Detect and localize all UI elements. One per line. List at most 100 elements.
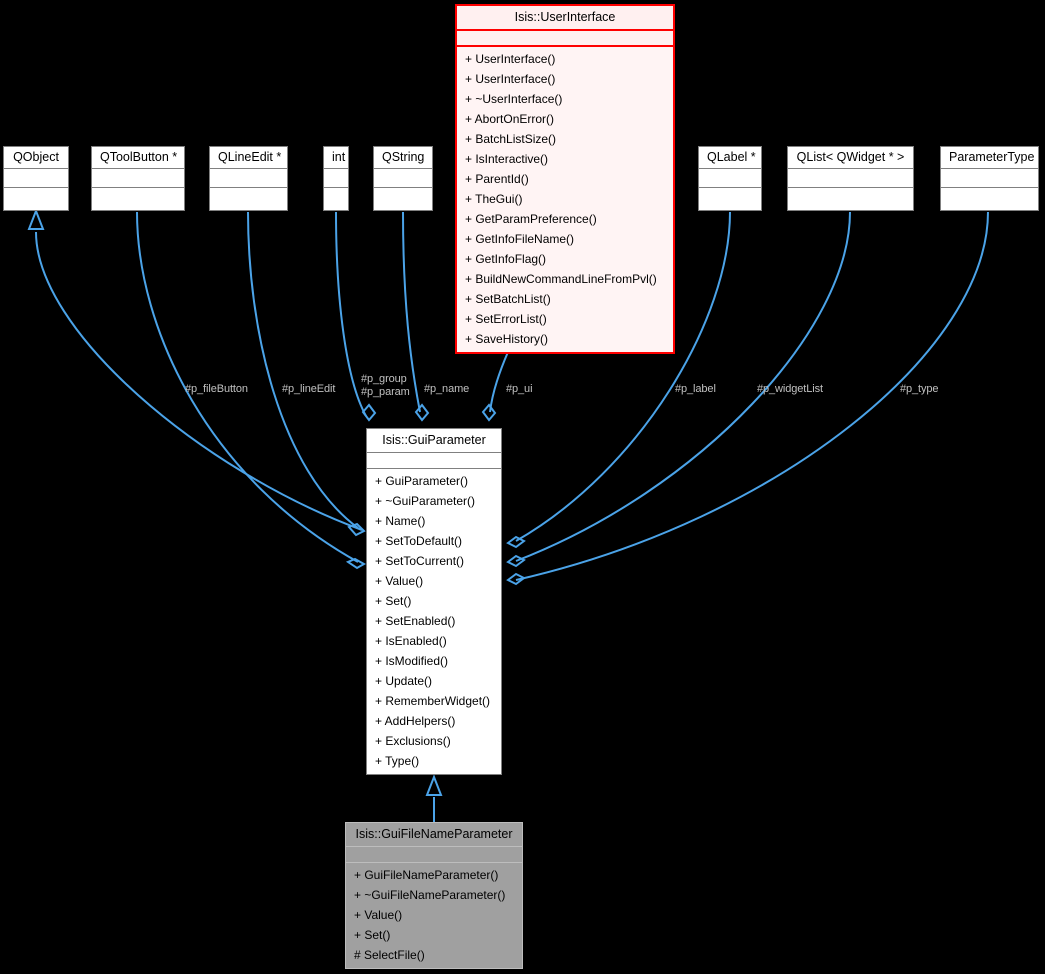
type-operations-int (324, 188, 348, 210)
type-attributes-qtoolbutton (92, 169, 184, 188)
type-operations-qobject (4, 188, 68, 210)
operation-row: + AbortOnError() (465, 112, 555, 126)
type-attributes-int (324, 169, 348, 188)
type-title-qlineedit: QLineEdit * (210, 147, 287, 169)
edge-label-line-edit: #p_lineEdit (282, 383, 336, 395)
operation-row: + SaveHistory() (465, 332, 549, 346)
aggregation-diamond-filebutton (345, 557, 367, 570)
type-node-int[interactable]: int (323, 146, 349, 211)
operation-row: + GetInfoFileName() (465, 232, 575, 246)
operation-row: # SelectFile() (354, 948, 425, 962)
operation-row: + ParentId() (465, 172, 529, 186)
operation-row: + ~GuiParameter() (375, 494, 476, 508)
type-operations-qtoolbutton (92, 188, 184, 210)
operation-row: + AddHelpers() (375, 714, 456, 728)
class-title-gui-filename-parameter: Isis::GuiFileNameParameter (346, 823, 522, 847)
inheritance-arrow-qobject (27, 208, 45, 230)
operation-row: + Exclusions() (375, 734, 451, 748)
class-title-gui-parameter: Isis::GuiParameter (367, 429, 501, 453)
operation-row: + BuildNewCommandLineFromPvl() (465, 272, 657, 286)
operation-row: + Name() (375, 514, 426, 528)
type-operations-parametertype (941, 188, 1038, 210)
operation-row: + SetEnabled() (375, 614, 456, 628)
operation-row: + RememberWidget() (375, 694, 491, 708)
class-title-user-interface: Isis::UserInterface (457, 6, 673, 31)
edge-label-param: #p_param (361, 386, 410, 398)
type-operations-qstring (374, 188, 432, 210)
type-title-qobject: QObject (4, 147, 68, 169)
edge-label-ui: #p_ui (506, 383, 533, 395)
edge-label-file-button: #p_fileButton (185, 383, 248, 395)
type-operations-qlabel (699, 188, 761, 210)
class-operations-gui-filename-parameter: + GuiFileNameParameter() + ~GuiFileNameP… (346, 863, 522, 968)
class-node-gui-parameter[interactable]: Isis::GuiParameter + GuiParameter() + ~G… (366, 428, 502, 775)
type-node-qlineedit[interactable]: QLineEdit * (209, 146, 288, 211)
aggregation-diamond-name (414, 403, 430, 422)
operation-row: + GuiFileNameParameter() (354, 868, 499, 882)
operation-row: + Set() (375, 594, 412, 608)
operation-row: + SetErrorList() (465, 312, 547, 326)
aggregation-diamond-ui (481, 403, 497, 422)
type-attributes-qlist-qwidget (788, 169, 913, 188)
class-operations-gui-parameter: + GuiParameter() + ~GuiParameter() + Nam… (367, 469, 501, 774)
type-attributes-qlabel (699, 169, 761, 188)
type-node-qlabel[interactable]: QLabel * (698, 146, 762, 211)
class-attributes-user-interface (457, 31, 673, 47)
type-node-qtoolbutton[interactable]: QToolButton * (91, 146, 185, 211)
operation-row: + TheGui() (465, 192, 523, 206)
operation-row: + IsInteractive() (465, 152, 549, 166)
operation-row: + IsModified() (375, 654, 449, 668)
edge-label-widget-list: #p_widgetList (757, 383, 823, 395)
type-title-int: int (324, 147, 348, 169)
class-operations-user-interface: + UserInterface() + UserInterface() + ~U… (457, 47, 673, 352)
class-node-user-interface[interactable]: Isis::UserInterface + UserInterface() + … (455, 4, 675, 354)
operation-row: + Type() (375, 754, 420, 768)
operation-row: + Update() (375, 674, 433, 688)
operation-row: + UserInterface() (465, 52, 556, 66)
type-title-qtoolbutton: QToolButton * (92, 147, 184, 169)
edge-label-type: #p_type (900, 383, 939, 395)
type-operations-qlineedit (210, 188, 287, 210)
aggregation-diamond-widgetlist (506, 554, 526, 568)
inheritance-arrow-guiparameter (425, 774, 443, 796)
type-title-parametertype: ParameterType (941, 147, 1038, 169)
type-title-qstring: QString (374, 147, 432, 169)
aggregation-diamond-group (361, 403, 377, 422)
edge-label-name: #p_name (424, 383, 470, 395)
type-operations-qlist-qwidget (788, 188, 913, 210)
class-node-gui-filename-parameter[interactable]: Isis::GuiFileNameParameter + GuiFileName… (345, 822, 523, 969)
edge-qobject-inherit (35, 231, 363, 531)
operation-row: + ~UserInterface() (465, 92, 563, 106)
operation-row: + SetToCurrent() (375, 554, 465, 568)
aggregation-diamond-lineedit (347, 522, 366, 537)
operation-row: + GetInfoFlag() (465, 252, 547, 266)
edge-p-lineedit (247, 211, 359, 529)
operation-row: + GuiParameter() (375, 474, 469, 488)
type-node-qlist-qwidget[interactable]: QList< QWidget * > (787, 146, 914, 211)
type-node-parametertype[interactable]: ParameterType (940, 146, 1039, 211)
type-attributes-qstring (374, 169, 432, 188)
edge-label-group: #p_group (361, 373, 407, 385)
class-attributes-gui-filename-parameter (346, 847, 522, 863)
operation-row: + Value() (354, 908, 403, 922)
edge-p-ui (489, 351, 509, 413)
operation-row: + Value() (375, 574, 424, 588)
operation-row: + SetToDefault() (375, 534, 463, 548)
type-node-qobject[interactable]: QObject (3, 146, 69, 211)
type-node-qstring[interactable]: QString (373, 146, 433, 211)
operation-row: + Set() (354, 928, 391, 942)
edge-label-label: #p_label (675, 383, 716, 395)
type-title-qlist-qwidget: QList< QWidget * > (788, 147, 913, 169)
operation-row: + ~GuiFileNameParameter() (354, 888, 506, 902)
type-attributes-parametertype (941, 169, 1038, 188)
operation-row: + IsEnabled() (375, 634, 447, 648)
operation-row: + SetBatchList() (465, 292, 551, 306)
type-attributes-qobject (4, 169, 68, 188)
aggregation-diamond-type (506, 572, 526, 586)
operation-row: + UserInterface() (465, 72, 556, 86)
operation-row: + BatchListSize() (465, 132, 557, 146)
aggregation-diamond-label (506, 535, 526, 549)
type-title-qlabel: QLabel * (699, 147, 761, 169)
operation-row: + GetParamPreference() (465, 212, 597, 226)
